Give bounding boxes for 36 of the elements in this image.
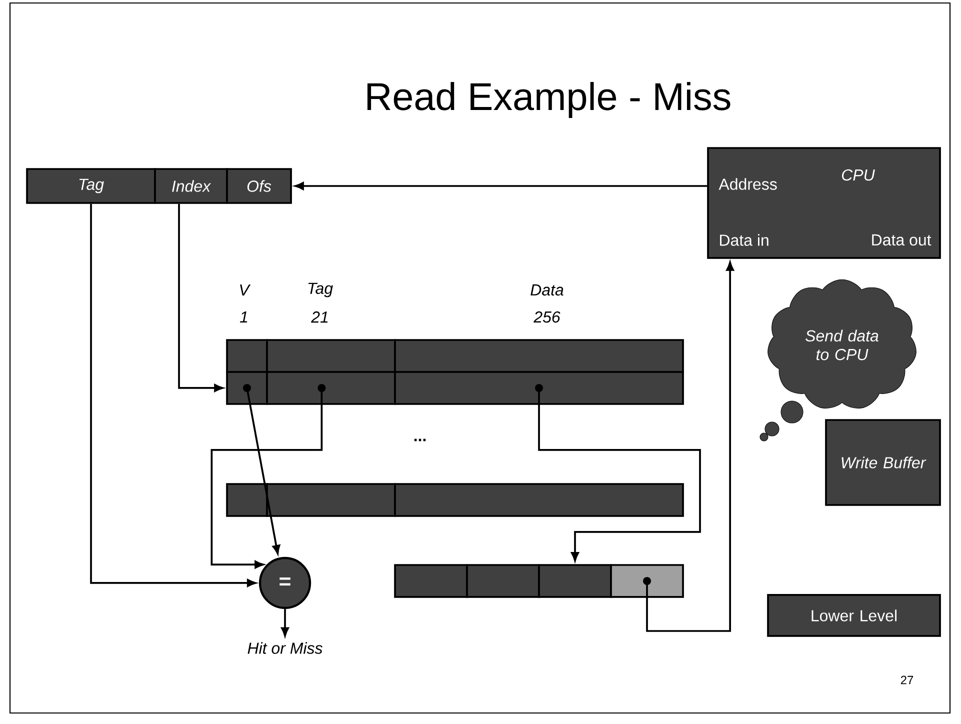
arrow (243, 384, 280, 554)
cache-cell (226, 483, 268, 517)
column-header: Data (530, 284, 564, 296)
port-label: Data out (872, 234, 932, 246)
column-header: Tag (308, 282, 333, 298)
lower-level-box: Lower Level (767, 594, 941, 637)
write-buffer-box: Write Buffer (825, 419, 941, 506)
word-cell (610, 564, 684, 598)
arrow (90, 204, 256, 587)
arrow (643, 262, 734, 632)
column-header: V (240, 284, 251, 296)
cpu-label: CPU (842, 169, 875, 181)
ellipsis: ... (414, 438, 426, 442)
address-field: Index (154, 168, 228, 204)
port-label: Address (718, 178, 777, 190)
word-cell (466, 564, 540, 598)
port-label: Data in (720, 234, 768, 246)
slide-title: Read Example - Miss (367, 82, 730, 118)
word-cell (538, 564, 612, 598)
result-label: Hit or Miss (248, 642, 322, 654)
thought-cloud: Send data to CPU (760, 279, 916, 442)
cpu-box (707, 147, 941, 259)
arrow (281, 609, 289, 636)
column-header: 21 (311, 311, 328, 323)
column-header: 256 (534, 311, 560, 323)
column-header: 1 (240, 312, 248, 322)
page-number: 27 (900, 676, 914, 684)
word-cell (394, 564, 468, 598)
arrow (210, 384, 326, 568)
arrow (294, 182, 708, 190)
cache-cell (226, 339, 268, 373)
address-field: Tag (26, 168, 156, 204)
cache-cell (226, 371, 268, 405)
arrow (535, 384, 701, 562)
arrow (178, 204, 224, 392)
address-field: Ofs (226, 168, 292, 204)
